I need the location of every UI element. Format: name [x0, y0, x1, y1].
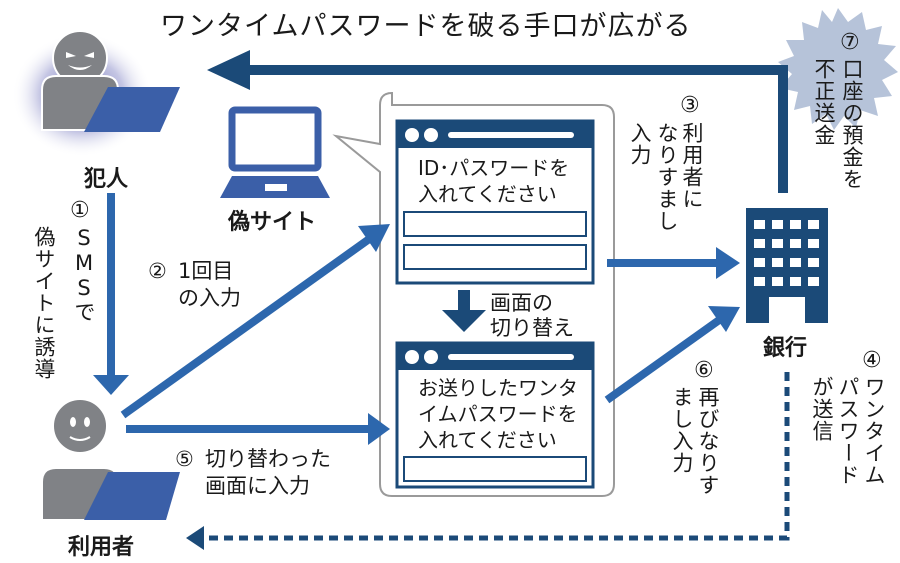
step5-line1: 切り替わった [205, 447, 331, 471]
arrow-step6-reimpersonation [604, 306, 740, 404]
user-label: 利用者 [68, 535, 135, 560]
step2-line1: 1回目 [178, 259, 234, 283]
step7-col2: 不正送金 [812, 58, 836, 146]
step4-number: ④ [862, 348, 882, 373]
arrow-screen-switch [442, 290, 486, 332]
step6-number: ⑥ [694, 358, 714, 383]
screen2-line1: お送りしたワンタ [418, 376, 578, 400]
fake-site-label: 偽サイト [228, 210, 317, 235]
screen1-line1: ID･パスワードを [418, 156, 570, 180]
arrow-step3-impersonation [607, 247, 740, 279]
screen1-line2: 入れてください [418, 182, 557, 206]
step4-col2: パスワード [836, 376, 860, 486]
criminal-label: 犯人 [84, 167, 129, 192]
step3-number: ③ [680, 93, 700, 118]
step6-col2: まし入力 [670, 386, 694, 474]
step7-number: ⑦ [840, 30, 860, 55]
step1-col1: SMSで [72, 226, 96, 323]
bank-building-icon [746, 208, 828, 323]
step1-col2: 偽サイトに誘導 [32, 226, 56, 380]
laptop-icon [220, 106, 330, 198]
bank-label: 銀行 [763, 336, 808, 361]
screen2-line3: 入れてください [418, 428, 557, 452]
arrow-step1-sms [93, 193, 129, 395]
diagram-title: ワンタイムパスワードを破る手口が広がる [160, 11, 692, 42]
login-screen-1 [395, 119, 595, 285]
step4-col1: ワンタイム [862, 376, 886, 486]
screen-switch-line1: 画面の [490, 291, 553, 315]
starburst-shape [778, 8, 898, 130]
otp-screen-2 [395, 341, 595, 489]
hacker-icon [12, 30, 180, 157]
user-icon [41, 398, 180, 521]
step5-line2: 画面に入力 [205, 474, 310, 498]
arrow-step5-second-input [126, 413, 390, 445]
arrow-step4-otp-sent [186, 372, 790, 550]
step3-col3: 入力 [628, 122, 652, 166]
screen-switch-line2: 切り替え [490, 316, 574, 340]
arrow-step7-transfer [207, 50, 788, 193]
screen2-line2: イムパスワードを [418, 402, 578, 426]
arrow-step2-first-input [120, 224, 390, 419]
step2-number: ② [148, 259, 167, 283]
step3-col1: 利用者に [680, 122, 704, 210]
step2-line2: の入力 [178, 286, 241, 310]
step5-number: ⑤ [175, 447, 194, 471]
step7-col1: 口座の預金を [840, 58, 864, 190]
step1-number: ① [70, 198, 90, 223]
step4-col3: が送信 [810, 376, 834, 442]
step6-col1: 再びなりす [696, 386, 720, 496]
step3-col2: なりすまし [655, 122, 679, 232]
